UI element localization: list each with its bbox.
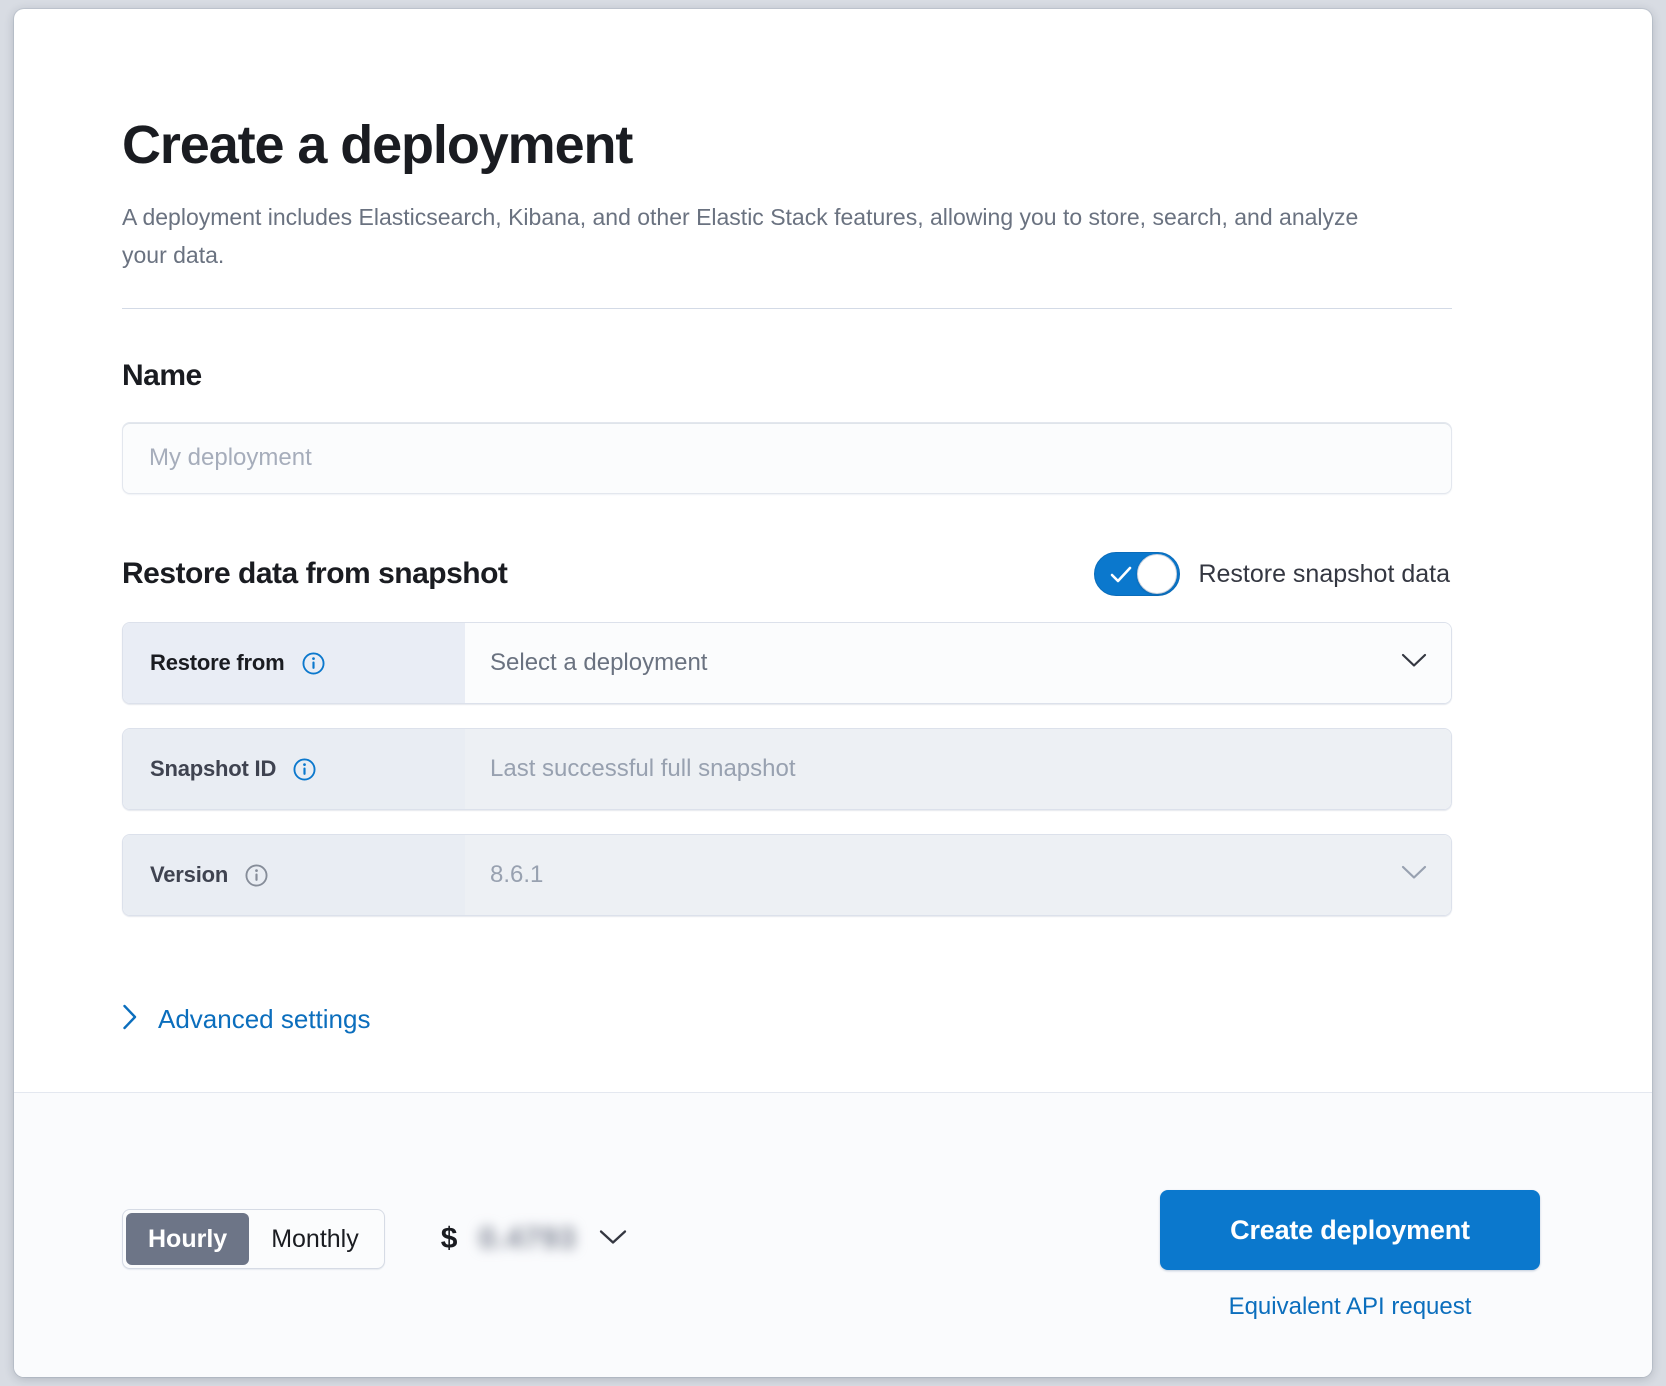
version-select[interactable]: 8.6.1 [465, 835, 1451, 915]
chevron-down-icon [1401, 865, 1427, 885]
row-label-restore-from: Restore from [123, 623, 465, 703]
price-amount: 0.4793 [478, 1222, 577, 1255]
snapshot-section-header: Restore data from snapshot Restore snaps… [122, 552, 1452, 596]
label-text: Version [150, 862, 229, 887]
name-section: Name My deployment [122, 357, 1452, 494]
price-currency: $ [440, 1222, 458, 1255]
deployment-name-placeholder: My deployment [149, 444, 312, 471]
row-label-version: Version [123, 835, 465, 915]
label-text: Restore from [150, 650, 285, 675]
deployment-name-input[interactable]: My deployment [122, 422, 1452, 494]
check-icon [1110, 565, 1132, 590]
label-text: Snapshot ID [150, 756, 277, 781]
row-snapshot-id: Snapshot ID Last successful full snapsho… [122, 728, 1452, 810]
version-value: 8.6.1 [490, 861, 544, 888]
info-icon[interactable] [302, 652, 325, 675]
restore-snapshot-toggle-group[interactable]: Restore snapshot data [1094, 552, 1450, 596]
equivalent-api-request-link[interactable]: Equivalent API request [1228, 1293, 1472, 1320]
advanced-settings-label: Advanced settings [158, 1004, 371, 1034]
advanced-settings-link[interactable]: Advanced settings [122, 1004, 370, 1035]
billing-option-hourly[interactable]: Hourly [126, 1213, 250, 1265]
page-description: A deployment includes Elasticsearch, Kib… [122, 204, 1359, 268]
footer-left-group: Hourly Monthly $ 0.4793 [122, 1209, 627, 1269]
restore-from-value: Select a deployment [490, 649, 708, 676]
snapshot-id-input[interactable]: Last successful full snapshot [465, 729, 1451, 809]
restore-from-select[interactable]: Select a deployment [465, 623, 1451, 703]
footer-bar: Hourly Monthly $ 0.4793 Create deploymen… [14, 1092, 1652, 1377]
form-container: Create a deployment A deployment include… [122, 114, 1452, 1035]
create-deployment-button[interactable]: Create deployment [1160, 1190, 1540, 1270]
price-display[interactable]: $ 0.4793 [441, 1222, 627, 1256]
info-icon[interactable] [293, 758, 316, 781]
billing-period-toggle[interactable]: Hourly Monthly [122, 1209, 385, 1269]
header-divider [122, 308, 1452, 309]
name-heading: Name [122, 359, 202, 392]
row-version: Version 8.6.1 [122, 834, 1452, 916]
restore-snapshot-switch[interactable] [1094, 552, 1181, 596]
row-label-snapshot-id: Snapshot ID [123, 729, 465, 809]
footer-right-group: Create deployment Equivalent API request [1160, 1190, 1540, 1321]
switch-knob [1137, 554, 1178, 594]
create-deployment-window: Create a deployment A deployment include… [14, 9, 1652, 1377]
info-icon[interactable] [245, 864, 268, 887]
page-title: Create a deployment [122, 115, 633, 175]
snapshot-form-rows: Restore from Select a deployment [122, 622, 1452, 916]
row-restore-from: Restore from Select a deployment [122, 622, 1452, 704]
main-content: Create a deployment A deployment include… [14, 9, 1652, 1092]
restore-snapshot-toggle-label: Restore snapshot data [1198, 559, 1450, 588]
chevron-right-icon [122, 1004, 138, 1035]
snapshot-heading: Restore data from snapshot [122, 557, 508, 590]
snapshot-id-value: Last successful full snapshot [490, 755, 796, 782]
chevron-down-icon [1401, 653, 1427, 673]
chevron-down-icon[interactable] [599, 1229, 627, 1250]
billing-option-monthly[interactable]: Monthly [271, 1224, 359, 1253]
